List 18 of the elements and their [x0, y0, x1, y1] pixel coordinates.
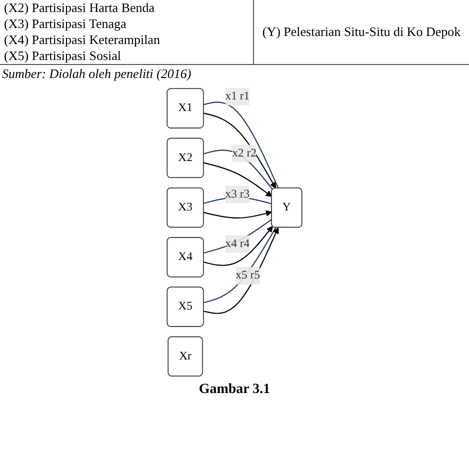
table-cell-text: (X2) Partisipasi Harta Benda	[4, 0, 156, 16]
edge-label: x3 r3	[225, 188, 250, 200]
table-cell-text: (X3) Partisipasi Tenaga	[4, 16, 128, 32]
arrow	[204, 112, 276, 188]
table-cell-text: (X4) Partisipasi Keterampilan	[4, 32, 161, 48]
edge-label: x1 r1	[225, 90, 250, 102]
edge-label: x2 r2	[232, 146, 256, 160]
connector	[204, 218, 272, 254]
arrow	[204, 162, 272, 197]
source-note: Sumber: Diolah oleh peneliti (2016)	[2, 66, 192, 82]
edge-label: x4 r4	[225, 237, 250, 250]
table-cell-text: (Y) Pelestarian Situ-Situ di Ko Depok	[262, 24, 461, 40]
table-cell-text: (X5) Partisipasi Sosial	[4, 48, 122, 64]
edge-label: x5 r5	[236, 269, 260, 282]
arrow	[204, 210, 272, 219]
connector	[204, 102, 279, 188]
arrow	[204, 226, 273, 266]
figure-caption: Gambar 3.1	[198, 382, 272, 398]
